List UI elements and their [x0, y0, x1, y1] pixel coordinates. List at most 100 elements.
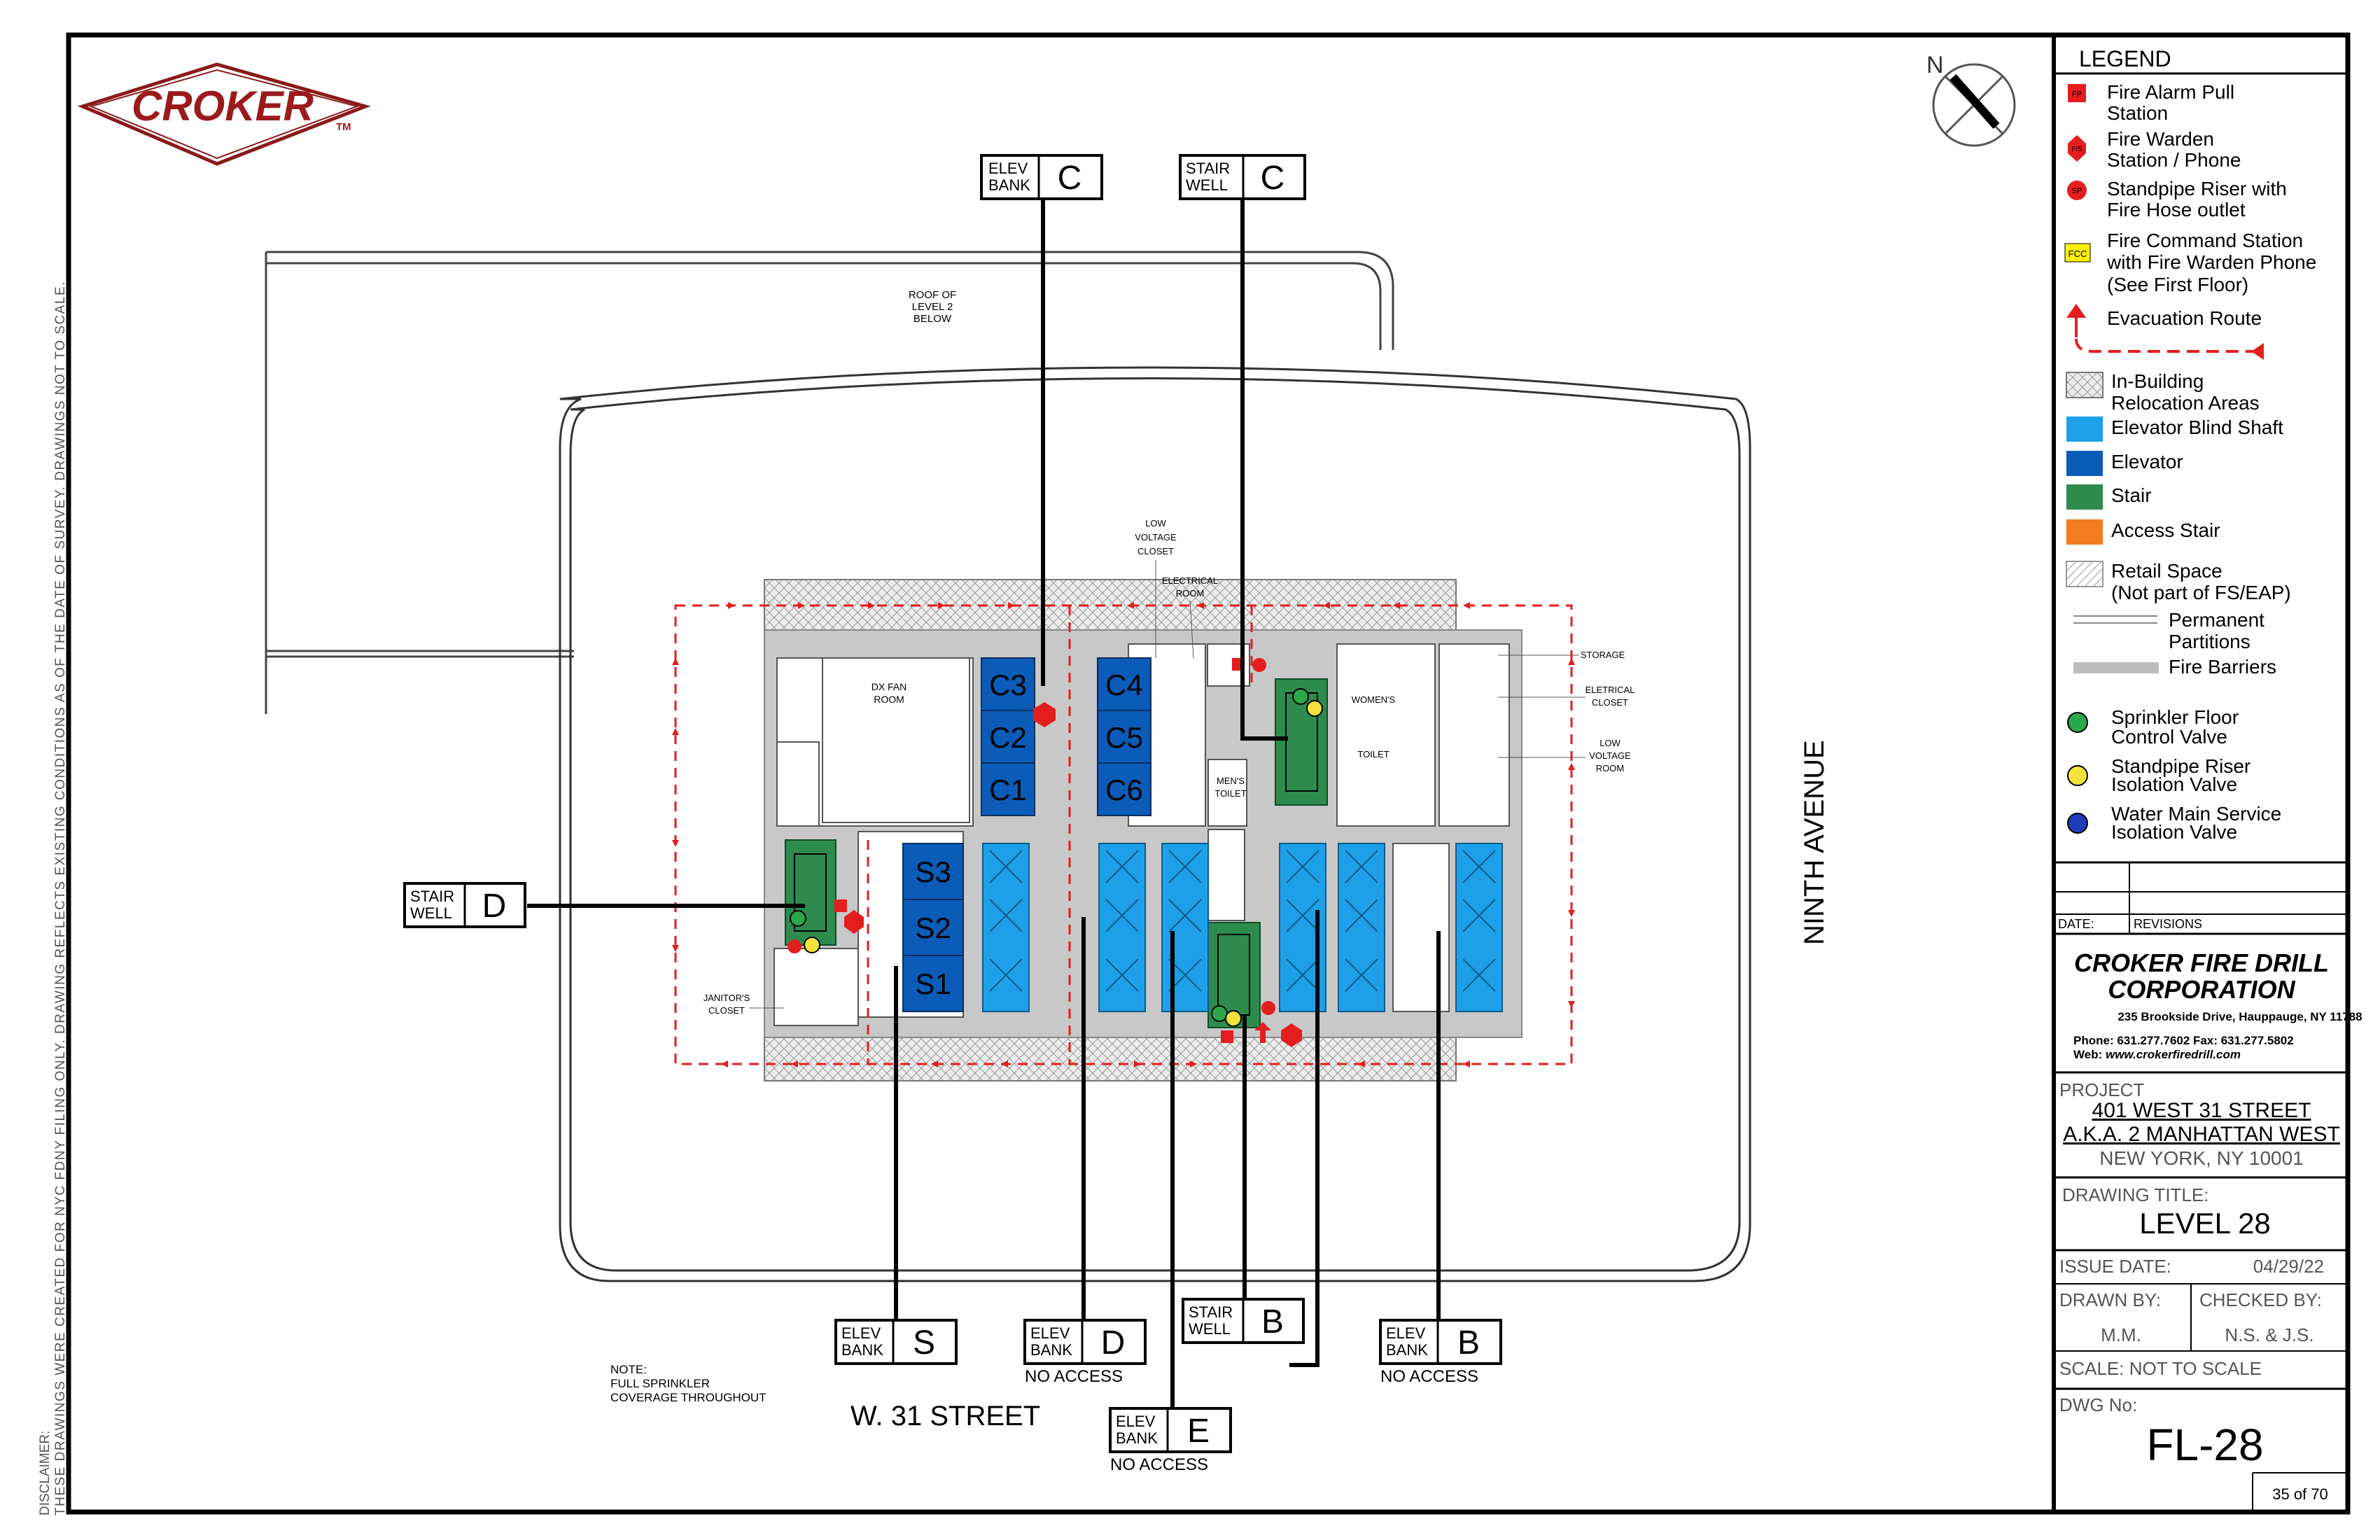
svg-text:Isolation Valve: Isolation Valve	[2111, 821, 2237, 843]
room-mens-1: MEN'S	[1217, 776, 1245, 786]
room-dx-fan-2: ROOM	[874, 694, 904, 705]
svg-text:Standpipe Riser with: Standpipe Riser with	[2107, 178, 2287, 200]
blind-shaft-x-marks	[989, 850, 1496, 992]
fcc-icon	[2064, 243, 2091, 262]
room-electrical-2: ROOM	[1176, 588, 1204, 598]
svg-text:Fire Alarm Pull: Fire Alarm Pull	[2107, 81, 2234, 103]
company-name-1: CROKER FIRE DRILL	[2074, 948, 2329, 977]
room-low-voltage-room-3: ROOM	[1596, 763, 1624, 774]
sprinkler-valve-icon	[1292, 688, 1309, 705]
page-number: 35 of 70	[2272, 1485, 2328, 1503]
date-label: DATE:	[2058, 917, 2094, 931]
legend: LEGEND FP Fire Alarm Pull Station F/S Fi…	[2054, 46, 2348, 843]
svg-text:Retail Space: Retail Space	[2111, 560, 2222, 582]
svg-text:WELL: WELL	[410, 904, 452, 922]
svg-text:ELEV: ELEV	[1116, 1413, 1156, 1430]
svg-text:S: S	[913, 1324, 935, 1362]
evacuation-route	[674, 604, 1573, 1065]
note-1: NOTE:	[610, 1363, 647, 1376]
fire-symbols	[788, 658, 1323, 1047]
svg-text:FP: FP	[2072, 90, 2082, 99]
callout-elev-bank-d: ELEV BANK D NO ACCESS	[1023, 1319, 1147, 1386]
fire-barrier-legend-swatch	[2073, 662, 2159, 673]
elevator-c3: C3	[989, 668, 1027, 701]
callout-stair-well-b: STAIR WELL B	[1182, 1298, 1305, 1344]
issue-date-label: ISSUE DATE:	[2059, 1256, 2171, 1277]
stair-d	[785, 839, 836, 946]
standpipe-isolation-icon	[1306, 700, 1323, 717]
fp-icon	[2068, 84, 2086, 102]
svg-text:Isolation Valve: Isolation Valve	[2111, 774, 2237, 795]
company-phone: Phone: 631.277.7602 Fax: 631.277.5802	[2073, 1034, 2294, 1047]
callout-elev-bank-e: ELEV BANK E NO ACCESS	[1109, 1407, 1232, 1474]
standpipe-icon	[1261, 1001, 1275, 1015]
svg-text:BANK: BANK	[988, 176, 1030, 194]
svg-text:ELEV: ELEV	[1030, 1324, 1070, 1342]
callout-elev-bank-c: ELEV BANK C	[980, 154, 1103, 200]
disclaimer-text: THESE DRAWINGS WERE CREATED FOR NYC FDNY…	[53, 281, 68, 1516]
retail-legend-swatch	[2066, 561, 2104, 587]
standpipe-icon	[788, 939, 802, 953]
elevator-s2: S2	[915, 911, 951, 944]
drawing-title: LEVEL 28	[2139, 1207, 2271, 1240]
svg-text:Fire Barriers: Fire Barriers	[2169, 656, 2276, 678]
svg-text:Elevator: Elevator	[2111, 451, 2183, 472]
evac-exit-arrow-icon	[1254, 1022, 1271, 1043]
note-2: FULL SPRINKLER	[610, 1377, 710, 1390]
drawn-by: M.M.	[2101, 1324, 2141, 1345]
svg-text:Access Stair: Access Stair	[2111, 519, 2220, 541]
room-low-voltage-top-1: LOW	[1145, 518, 1166, 528]
roof-note-3: BELOW	[913, 313, 952, 325]
svg-text:(See First Floor): (See First Floor)	[2107, 274, 2248, 295]
svg-text:with Fire Warden Phone: with Fire Warden Phone	[2106, 251, 2316, 273]
svg-text:Fire Warden: Fire Warden	[2107, 128, 2214, 150]
standpipe-isolation-icon	[1225, 1010, 1242, 1027]
elevators	[902, 657, 1152, 1012]
elevator-s3: S3	[915, 855, 951, 888]
svg-text:Partitions: Partitions	[2169, 631, 2250, 652]
room-elec-closet-2: CLOSET	[1592, 697, 1628, 708]
legend-title: LEGEND	[2079, 46, 2171, 71]
project-label: PROJECT	[2059, 1079, 2144, 1100]
svg-text:B: B	[1261, 1303, 1284, 1340]
svg-text:Evacuation Route: Evacuation Route	[2107, 307, 2262, 329]
fire-warden-icon	[844, 910, 864, 934]
svg-text:Water Main Service: Water Main Service	[2111, 803, 2281, 825]
street-east: NINTH AVENUE	[1799, 740, 1830, 945]
north-label: N	[1926, 52, 1944, 78]
svg-text:ELEV: ELEV	[988, 160, 1028, 177]
elevator-legend-swatch	[2066, 451, 2103, 476]
roof-note-2: LEVEL 2	[912, 301, 953, 313]
project-line-3: NEW YORK, NY 10001	[2099, 1147, 2304, 1169]
elevator-c4: C4	[1105, 668, 1143, 701]
note-3: COVERAGE THROUGHOUT	[610, 1391, 766, 1404]
north-arrow: N	[1926, 52, 2016, 147]
svg-text:WELL: WELL	[1189, 1320, 1231, 1338]
fire-alarm-pull-icon	[1221, 1030, 1233, 1043]
company-address: 235 Brookside Drive, Hauppauge, NY 11788	[2118, 1010, 2362, 1023]
svg-text:B: B	[1457, 1324, 1480, 1362]
room-low-voltage-room-1: LOW	[1600, 738, 1620, 748]
svg-text:Sprinkler Floor: Sprinkler Floor	[2111, 706, 2239, 728]
drawing-title-label: DRAWING TITLE:	[2062, 1184, 2208, 1205]
room-janitor-1: JANITOR'S	[704, 993, 750, 1003]
svg-text:NO ACCESS: NO ACCESS	[1380, 1367, 1478, 1386]
roof-note-1: ROOF OF	[909, 289, 956, 301]
checked-by: N.S. & J.S.	[2225, 1324, 2314, 1345]
evacuation-arrows	[672, 602, 1575, 1068]
revisions-label: REVISIONS	[2134, 917, 2202, 931]
project-line-1: 401 WEST 31 STREET	[2092, 1099, 2311, 1122]
room-womens-2: TOILET	[1357, 749, 1389, 760]
svg-text:STAIR: STAIR	[1186, 160, 1230, 177]
svg-text:NO ACCESS: NO ACCESS	[1025, 1367, 1123, 1386]
company-web: Web: www.crokerfiredrill.com	[2073, 1048, 2241, 1061]
svg-text:WELL: WELL	[1186, 176, 1228, 194]
standpipe-isolation-icon	[804, 937, 820, 953]
svg-text:BANK: BANK	[1386, 1341, 1428, 1359]
scale: SCALE: NOT TO SCALE	[2059, 1358, 2262, 1379]
relocation-legend-swatch	[2066, 372, 2104, 398]
svg-text:Stair: Stair	[2111, 484, 2152, 506]
dwg-number: FL-28	[2146, 1420, 2263, 1470]
svg-text:BANK: BANK	[1030, 1341, 1072, 1359]
